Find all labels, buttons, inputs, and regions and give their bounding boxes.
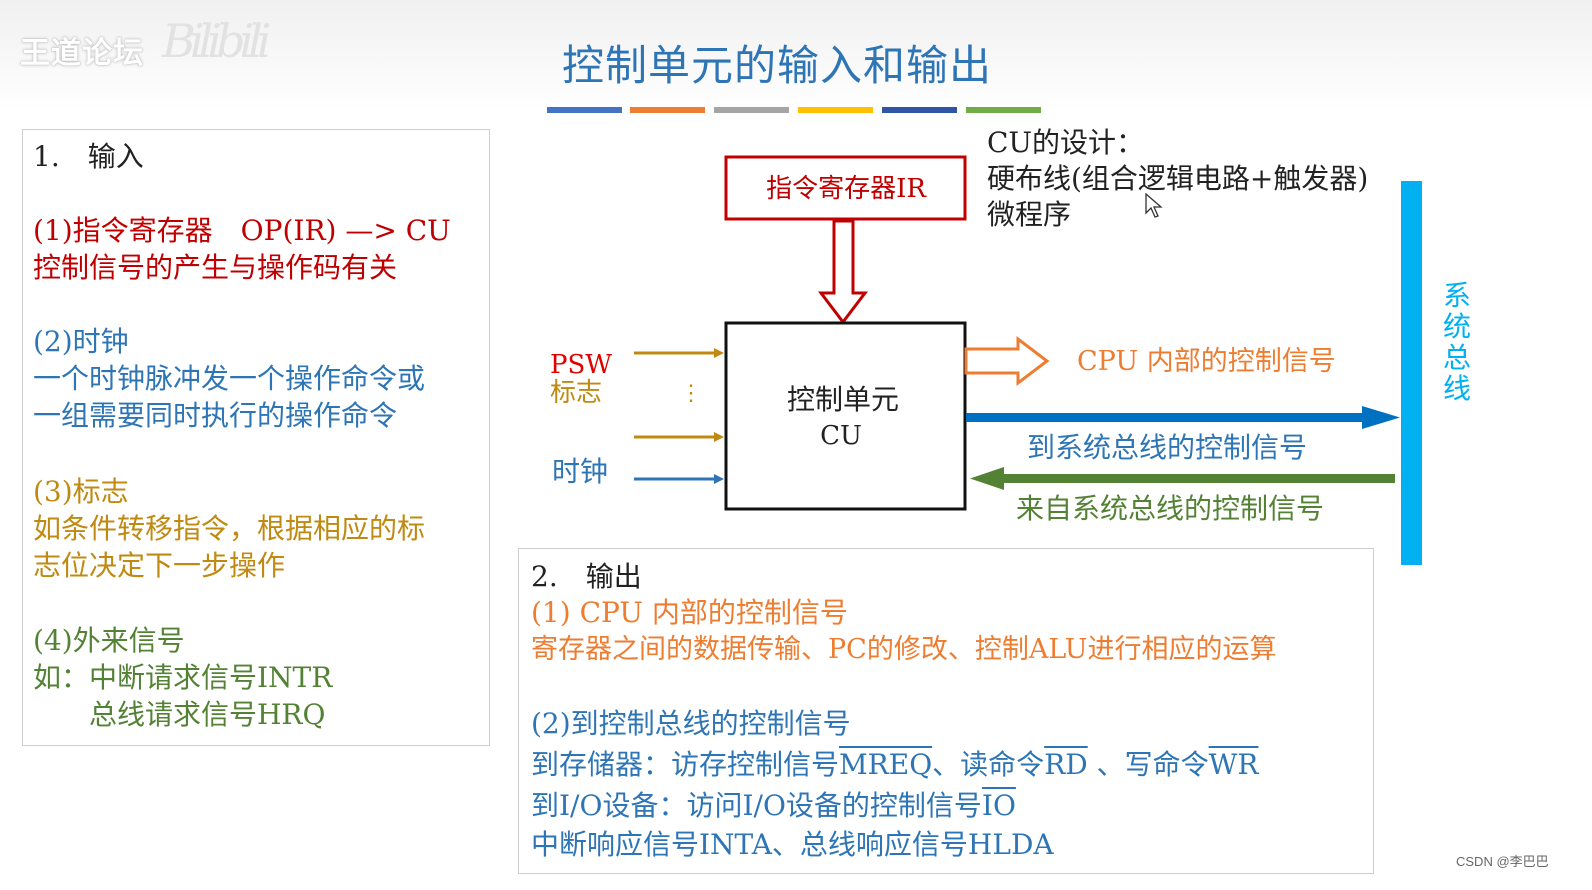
input-item2-desc-line2: 一组需要同时执行的操作命令 [33,399,398,432]
ir-to-cu-arrow [817,219,869,325]
input-heading: 1. 输入 [33,140,144,173]
mouse-cursor-icon [1145,193,1163,218]
input-item4-desc-line2: 总线请求信号HRQ [33,698,326,731]
output-item1-desc: 寄存器之间的数据传输、PC的修改、控制ALU进行相应的运算 [531,634,1277,665]
output-heading: 2. 输出 [531,560,642,593]
clock-label: 时钟 [552,455,608,488]
page-title: 控制单元的输入和输出 [562,41,993,90]
to-bus-arrow [966,413,1366,422]
cpu-internal-arrow [964,335,1050,387]
cu-label-line2: CU [820,421,862,451]
system-bus [1401,181,1422,565]
title-stripe-2 [630,107,705,113]
bus-label-4: 线 [1443,372,1471,405]
from-bus-arrow [1000,474,1395,483]
from-bus-label: 来自系统总线的控制信号 [1016,492,1324,525]
input-item1-desc: 控制信号的产生与操作码有关 [33,251,398,284]
bus-label-2: 统 [1443,310,1471,343]
output-memory-line: 到存储器：访存控制信号MREQ、读命令RD 、写命令WR [531,746,1259,783]
title-stripe-6 [966,107,1041,113]
bus-label-1: 系 [1443,279,1471,312]
input-panel: 1. 输入 (1)指令寄存器 OP(IR) —> CU 控制信号的产生与操作码有… [22,129,490,746]
input-item3-desc-line1: 如条件转移指令，根据相应的标 [33,512,426,545]
dots-label: ⋮ [680,381,702,406]
output-item2-title: (2)到控制总线的控制信号 [531,707,851,740]
cu-design-line2: 微程序 [987,198,1072,231]
flag-label: 标志 [550,378,602,408]
memory-prefix: 到存储器：访存控制信号 [531,748,840,781]
logo-signature: Bilibili [162,14,272,68]
ir-label: 指令寄存器IR [766,174,927,204]
cu-design-heading: CU的设计： [987,126,1145,159]
cu-design-line1: 硬布线(组合逻辑电路+触发器) [987,162,1369,195]
io-prefix: 到I/O设备：访问I/O设备的控制信号 [531,789,982,822]
title-stripe-3 [714,107,789,113]
output-item1-title: (1) CPU 内部的控制信号 [531,596,848,629]
rd-signal: RD [1044,748,1088,781]
input-item1-title: (1)指令寄存器 OP(IR) —> CU [33,214,451,247]
input-item3-desc-line2: 志位决定下一步操作 [33,549,286,582]
input-item4-title: (4)外来信号 [33,624,185,657]
output-ack-line: 中断响应信号INTA、总线响应信号HLDA [531,828,1054,861]
wr-signal: WR [1208,748,1259,781]
input-item3-title: (3)标志 [33,475,129,508]
input-item2-title: (2)时钟 [33,325,129,358]
input-item4-desc-line1: 如：中断请求信号INTR [33,661,333,694]
psw-label: PSW [550,350,612,380]
mreq-signal: MREQ [839,748,933,781]
ir-box [724,155,967,221]
cu-box [724,321,967,511]
cpu-internal-label: CPU 内部的控制信号 [1077,346,1336,377]
title-stripe-1 [547,107,622,113]
cu-label-line1: 控制单元 [787,383,899,416]
io-signal: IO [981,789,1016,822]
logo-text: 王道论坛 [20,36,144,71]
input-item2-desc-line1: 一个时钟脉冲发一个操作命令或 [33,362,426,395]
title-stripe-5 [882,107,957,113]
write-prefix: 、写命令 [1087,748,1209,781]
output-io-line: 到I/O设备：访问I/O设备的控制信号IO [531,787,1016,824]
watermark: CSDN @李巴巴 [1456,854,1549,869]
output-panel: 2. 输出 (1) CPU 内部的控制信号 寄存器之间的数据传输、PC的修改、控… [518,548,1374,874]
title-stripe-4 [798,107,873,113]
read-prefix: 、读命令 [932,748,1045,781]
to-bus-label: 到系统总线的控制信号 [1027,431,1307,464]
bus-label-3: 总 [1443,341,1471,374]
